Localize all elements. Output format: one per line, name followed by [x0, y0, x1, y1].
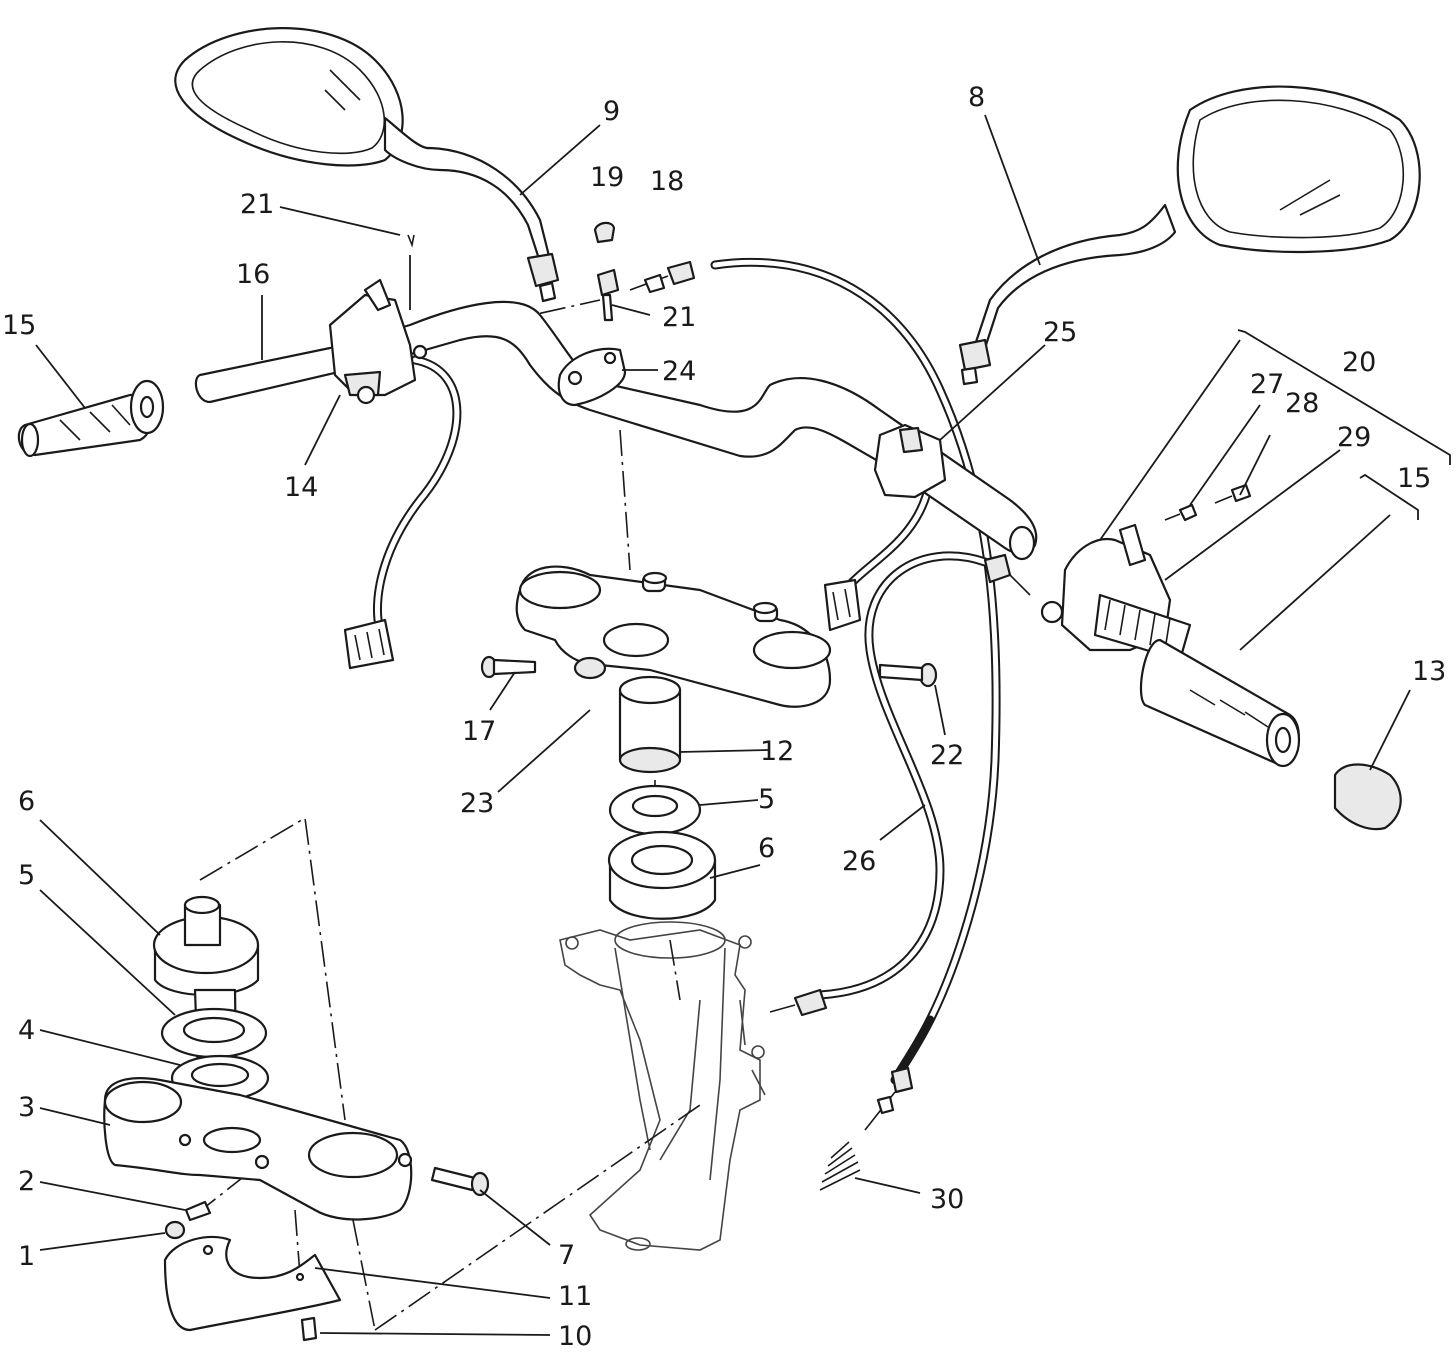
callout-20: 20	[1342, 347, 1376, 378]
callout-3: 3	[18, 1092, 35, 1123]
screws-27-28	[1164, 483, 1252, 522]
callout-4: 4	[18, 1015, 35, 1046]
callout-6: 6	[18, 786, 35, 817]
callout-17: 17	[462, 716, 496, 747]
nut-1	[164, 1220, 186, 1240]
left-grip-15	[17, 379, 165, 458]
right-switch-25	[873, 423, 947, 499]
washer-5-lower	[160, 1007, 268, 1059]
left-switch-14	[328, 278, 428, 405]
callout-29: 29	[1337, 422, 1371, 453]
mirror-right	[958, 85, 1421, 386]
spring-30	[819, 1141, 861, 1191]
callout-21: 21	[662, 302, 696, 333]
cap-19	[593, 221, 616, 244]
callout-26: 26	[842, 846, 876, 877]
bolt-21-right	[596, 268, 620, 322]
lower-triple-clamp-3	[103, 1077, 413, 1221]
throttle-assembly-20	[1040, 523, 1192, 662]
pin-21-left	[407, 234, 415, 248]
callout-9: 9	[603, 96, 620, 127]
callout-30: 30	[930, 1184, 964, 1215]
callout-24: 24	[662, 356, 696, 387]
callout-7: 7	[558, 1240, 575, 1271]
callout-27: 27	[1250, 369, 1284, 400]
cable-end-18	[629, 260, 696, 294]
callout-15: 15	[1397, 463, 1431, 494]
connector-right	[823, 578, 862, 632]
bar-end-13	[1333, 763, 1402, 831]
upper-triple-clamp-23	[515, 565, 832, 708]
callout-14: 14	[284, 472, 318, 503]
callout-21: 21	[240, 189, 274, 220]
connector-left	[343, 618, 395, 670]
callout-19: 19	[590, 162, 624, 193]
frame-head-tube	[559, 921, 766, 1251]
bearing-6-lower	[152, 895, 260, 997]
plate-11	[163, 1235, 342, 1332]
callout-16: 16	[236, 259, 270, 290]
callout-6: 6	[758, 833, 775, 864]
callout-23: 23	[460, 788, 494, 819]
callout-25: 25	[1043, 317, 1077, 348]
bolt-7	[430, 1166, 490, 1197]
screw-10	[300, 1316, 318, 1342]
callout-11: 11	[558, 1281, 592, 1312]
mirror-left	[174, 27, 560, 303]
callout-5: 5	[758, 784, 775, 815]
throttle-cable-lower	[864, 1066, 914, 1131]
callout-28: 28	[1285, 388, 1319, 419]
callout-1: 1	[18, 1241, 35, 1272]
callout-13: 13	[1412, 656, 1446, 687]
screw-2	[184, 1200, 212, 1222]
washer-5-upper	[608, 784, 702, 836]
callout-8: 8	[968, 82, 985, 113]
callout-labels: 9 8 19 18 21 16 21 24 15 14 25 20 27 28 …	[2, 82, 1446, 1352]
bearing-6-upper	[607, 830, 717, 920]
clamp-24	[557, 347, 627, 407]
callout-15: 15	[2, 310, 36, 341]
callout-22: 22	[930, 740, 964, 771]
cable-end-26	[769, 553, 1031, 1017]
callout-5: 5	[18, 860, 35, 891]
right-grip-15	[1139, 638, 1301, 768]
leader-lines	[35, 114, 1451, 1336]
bolt-17	[480, 655, 537, 679]
callout-10: 10	[558, 1321, 592, 1352]
callout-2: 2	[18, 1166, 35, 1197]
callout-12: 12	[760, 736, 794, 767]
stem-nut-12	[618, 675, 682, 774]
bolt-22	[878, 662, 938, 688]
handlebar	[194, 300, 1038, 561]
callout-18: 18	[650, 166, 684, 197]
